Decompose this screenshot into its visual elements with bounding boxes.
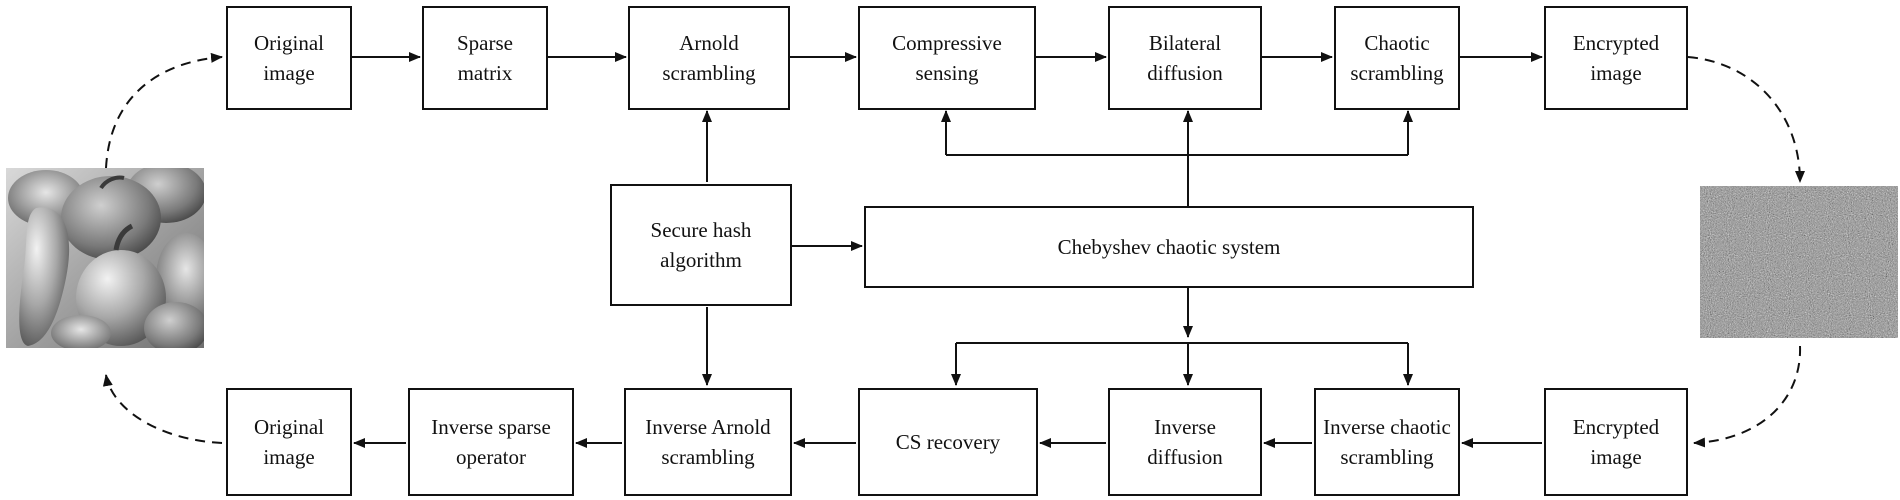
noise-cipher-image (1700, 186, 1898, 338)
inverse-chaotic-scrambling-box: Inverse chaotic scrambling (1314, 388, 1460, 496)
compressive-sensing-box: Compressive sensing (858, 6, 1036, 110)
arnold-scrambling-box: Arnold scrambling (628, 6, 790, 110)
dashed-arrow-encrypted-to-cipher (1687, 56, 1805, 183)
chebyshev-chaotic-system-box: Chebyshev chaotic system (864, 206, 1474, 288)
dashed-arrow-original-to-plain (102, 374, 223, 444)
peppers-photo (6, 168, 204, 348)
original-image-top-box: Original image (226, 6, 352, 110)
encrypted-image-top-box: Encrypted image (1544, 6, 1688, 110)
dashed-arrow-plain-to-original (105, 52, 223, 169)
secure-hash-algorithm-box: Secure hash algorithm (610, 184, 792, 306)
noise-cipher-graphic (1700, 186, 1898, 338)
chaotic-scrambling-box: Chaotic scrambling (1334, 6, 1460, 110)
peppers-photo-graphic (6, 168, 204, 348)
inverse-arnold-scrambling-box: Inverse Arnold scrambling (624, 388, 792, 496)
inverse-sparse-operator-box: Inverse sparse operator (408, 388, 574, 496)
encrypted-image-bottom-box: Encrypted image (1544, 388, 1688, 496)
bilateral-diffusion-box: Bilateral diffusion (1108, 6, 1262, 110)
dashed-arrow-cipher-to-encrypted (1693, 345, 1802, 448)
original-image-bottom-box: Original image (226, 388, 352, 496)
sparse-matrix-box: Sparse matrix (422, 6, 548, 110)
inverse-diffusion-box: Inverse diffusion (1108, 388, 1262, 496)
cs-recovery-box: CS recovery (858, 388, 1038, 496)
